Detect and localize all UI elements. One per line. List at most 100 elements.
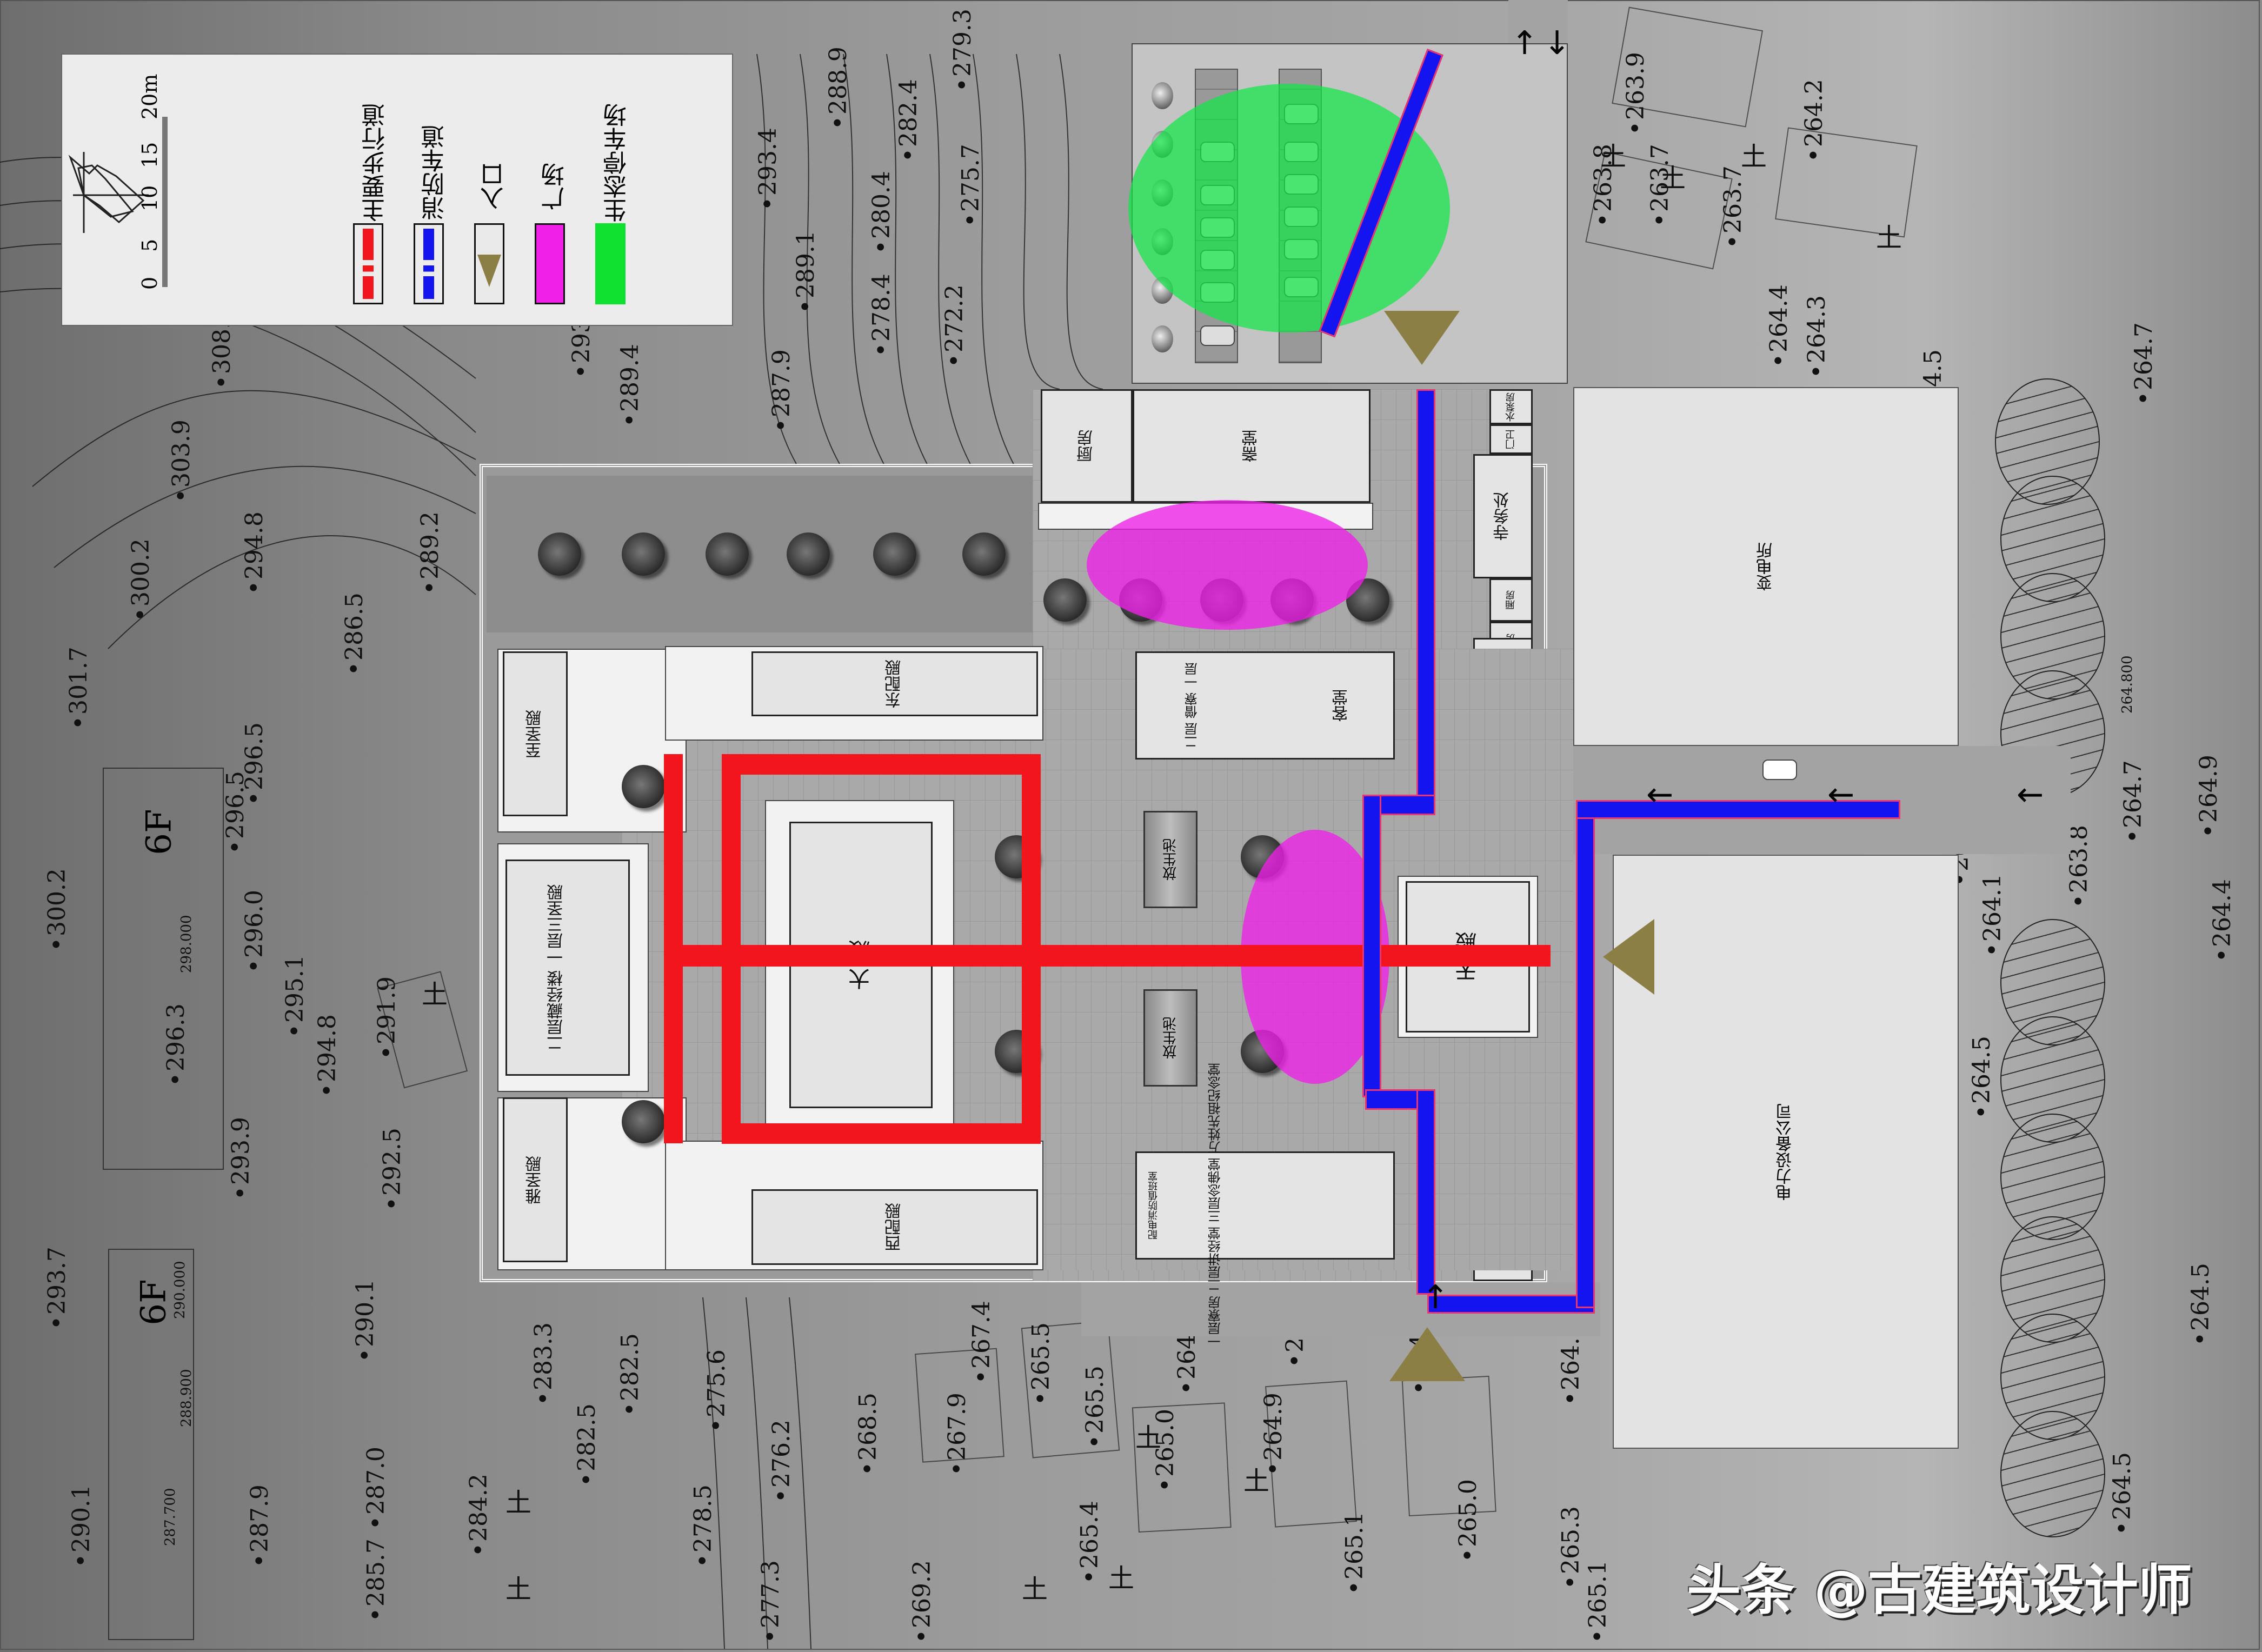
- spot-elevation: 296.5: [222, 771, 249, 854]
- spot-elevation: 294.8: [314, 1014, 341, 1097]
- spot-elevation: 289.2: [416, 511, 444, 595]
- vehicle: [1762, 760, 1797, 780]
- legend-label-plaza: 广场: [541, 163, 569, 210]
- spot-elevation: 303.9: [168, 419, 195, 503]
- zhisheng-hall: 至圣殿: [503, 651, 568, 816]
- plaza-swatch: [535, 223, 565, 304]
- benchmark-label: 288.900: [178, 1369, 195, 1427]
- fire-lane-swatch: [414, 223, 444, 304]
- scale-tick: 10: [138, 185, 162, 211]
- spot-elevation: 268.5: [854, 1393, 882, 1476]
- entrance-marker-east: [1603, 919, 1654, 995]
- spot-elevation: 300.2: [127, 538, 155, 622]
- spot-elevation: 267.9: [943, 1393, 971, 1476]
- spot-elevation: 293.7: [43, 1247, 71, 1330]
- spot-elevation: 292.5: [378, 1128, 406, 1211]
- fire-lane-segment: [1362, 795, 1381, 1097]
- pump-room: 水泵房: [1489, 389, 1533, 424]
- land-marker: 土: [1660, 163, 1686, 194]
- tree: [622, 1100, 665, 1143]
- parked-car: [1200, 325, 1235, 346]
- fire-lane-segment: [1416, 389, 1435, 800]
- building-label: 一层寮房 二层讲经堂 三层念佛堂 万姓先祖纪念堂: [1208, 1063, 1223, 1348]
- spot-elevation: 265.5: [1081, 1365, 1109, 1449]
- building-label: 厢房: [1505, 590, 1516, 610]
- spot-elevation: 264.1: [1979, 874, 2006, 957]
- spot-elevation: 272.2: [941, 284, 968, 368]
- land-marker: 土: [1876, 223, 1902, 253]
- spot-elevation: 280.4: [868, 171, 895, 254]
- substation-building: 变电所: [1573, 387, 1959, 746]
- spot-elevation: 291.9: [373, 976, 401, 1060]
- fire-lane-segment: [1576, 800, 1900, 819]
- tree: [622, 765, 665, 808]
- spot-elevation: 264.5: [2108, 1452, 2136, 1535]
- east-side-hall: 东配殿: [751, 651, 1038, 716]
- floor-count-label: 6F: [134, 1279, 174, 1325]
- spot-elevation: 264.7: [2130, 322, 2158, 405]
- dining-hall-building: 斋堂: [1133, 389, 1370, 503]
- spot-elevation: 293.9: [227, 1117, 255, 1200]
- pedestrian-path-axis: [664, 945, 1551, 967]
- kitchen-building: 厨房: [1041, 389, 1133, 503]
- arrow-left-icon: ←: [2017, 776, 2044, 814]
- scale-tick: 20m: [138, 74, 162, 119]
- spot-elevation: 265.3: [1557, 1506, 1585, 1589]
- arrow-left-icon: ←: [1646, 776, 1674, 814]
- spot-elevation: 265.1: [1341, 1511, 1368, 1595]
- spot-elevation: 284.2: [465, 1474, 493, 1557]
- building-label: 客堂: [1332, 689, 1352, 722]
- building-label: 雅圣殿: [525, 1155, 544, 1204]
- land-marker: 土: [505, 1574, 532, 1604]
- guard-room: 门卫: [1489, 424, 1533, 454]
- spot-elevation: 263.9: [1622, 52, 1649, 135]
- tree: [1043, 578, 1087, 622]
- fire-lane-segment: [1576, 800, 1595, 1308]
- land-marker: 土: [422, 980, 448, 1010]
- legend-label-pedestrian: 主要步行道: [362, 103, 389, 222]
- benchmark-label: 290.000: [172, 1261, 188, 1319]
- spot-elevation: 295.1: [281, 955, 309, 1038]
- pedestrian-path-swatch: [353, 223, 383, 304]
- spot-elevation: 269.2: [908, 1560, 936, 1643]
- wind-rose-icon: [68, 152, 149, 233]
- release-pond-south: 放生池: [1143, 989, 1197, 1087]
- building-label: 至圣殿: [525, 709, 544, 758]
- spot-elevation: 286.5: [341, 592, 368, 676]
- fire-lane-segment: [1427, 1295, 1595, 1314]
- scale-tick: 5: [138, 238, 162, 252]
- eco-parking-swatch: [595, 223, 626, 304]
- land-marker: 土: [1741, 142, 1767, 172]
- benchmark-label: 287.700: [162, 1488, 178, 1546]
- benchmark-label: 298.000: [178, 915, 195, 973]
- spot-elevation: 300.2: [43, 868, 71, 951]
- spot-elevation: 264.5: [2187, 1263, 2214, 1346]
- tree: [787, 532, 830, 576]
- legend-label-entrance: 入口: [481, 163, 508, 210]
- entrance-marker-north: [1384, 311, 1460, 365]
- spot-elevation: 293.4: [754, 128, 782, 211]
- arrow-up-icon: ↑: [1422, 1278, 1449, 1316]
- spot-elevation: 288.9: [824, 46, 852, 130]
- scale-bar: [162, 117, 168, 287]
- spot-elevation: 264.4: [2208, 879, 2236, 962]
- building-label: 斋堂: [1242, 430, 1261, 462]
- spot-elevation: 279.3: [949, 9, 976, 92]
- west-side-hall: 西配殿: [751, 1189, 1038, 1265]
- guest-hall-block: 客堂 二层 僧寮 一层: [1135, 651, 1395, 760]
- scale-tick: 15: [138, 142, 162, 168]
- spot-elevation: 277.3: [757, 1560, 784, 1643]
- arrow-down-icon: ↓: [1544, 24, 1571, 62]
- release-pond-north: 放生池: [1143, 811, 1197, 908]
- entrance-swatch: [474, 223, 504, 304]
- land-marker: 土: [1600, 142, 1627, 172]
- spot-elevation: 287.0: [362, 1447, 390, 1530]
- pond-label: 放生池: [1162, 1017, 1179, 1059]
- south-multi-story-block: 一层寮房 二层讲经堂 三层念佛堂 万姓先祖纪念堂 配电消防值班室: [1135, 1063, 1395, 1348]
- residential-block-6f-north: 6F: [103, 768, 224, 1170]
- tree: [706, 532, 749, 576]
- spot-elevation: 278.4: [868, 274, 895, 357]
- power-company-building: 电力设备公司: [1613, 855, 1959, 1449]
- spot-elevation: 287.9: [768, 349, 795, 432]
- spot-elevation: 290.1: [68, 1484, 95, 1568]
